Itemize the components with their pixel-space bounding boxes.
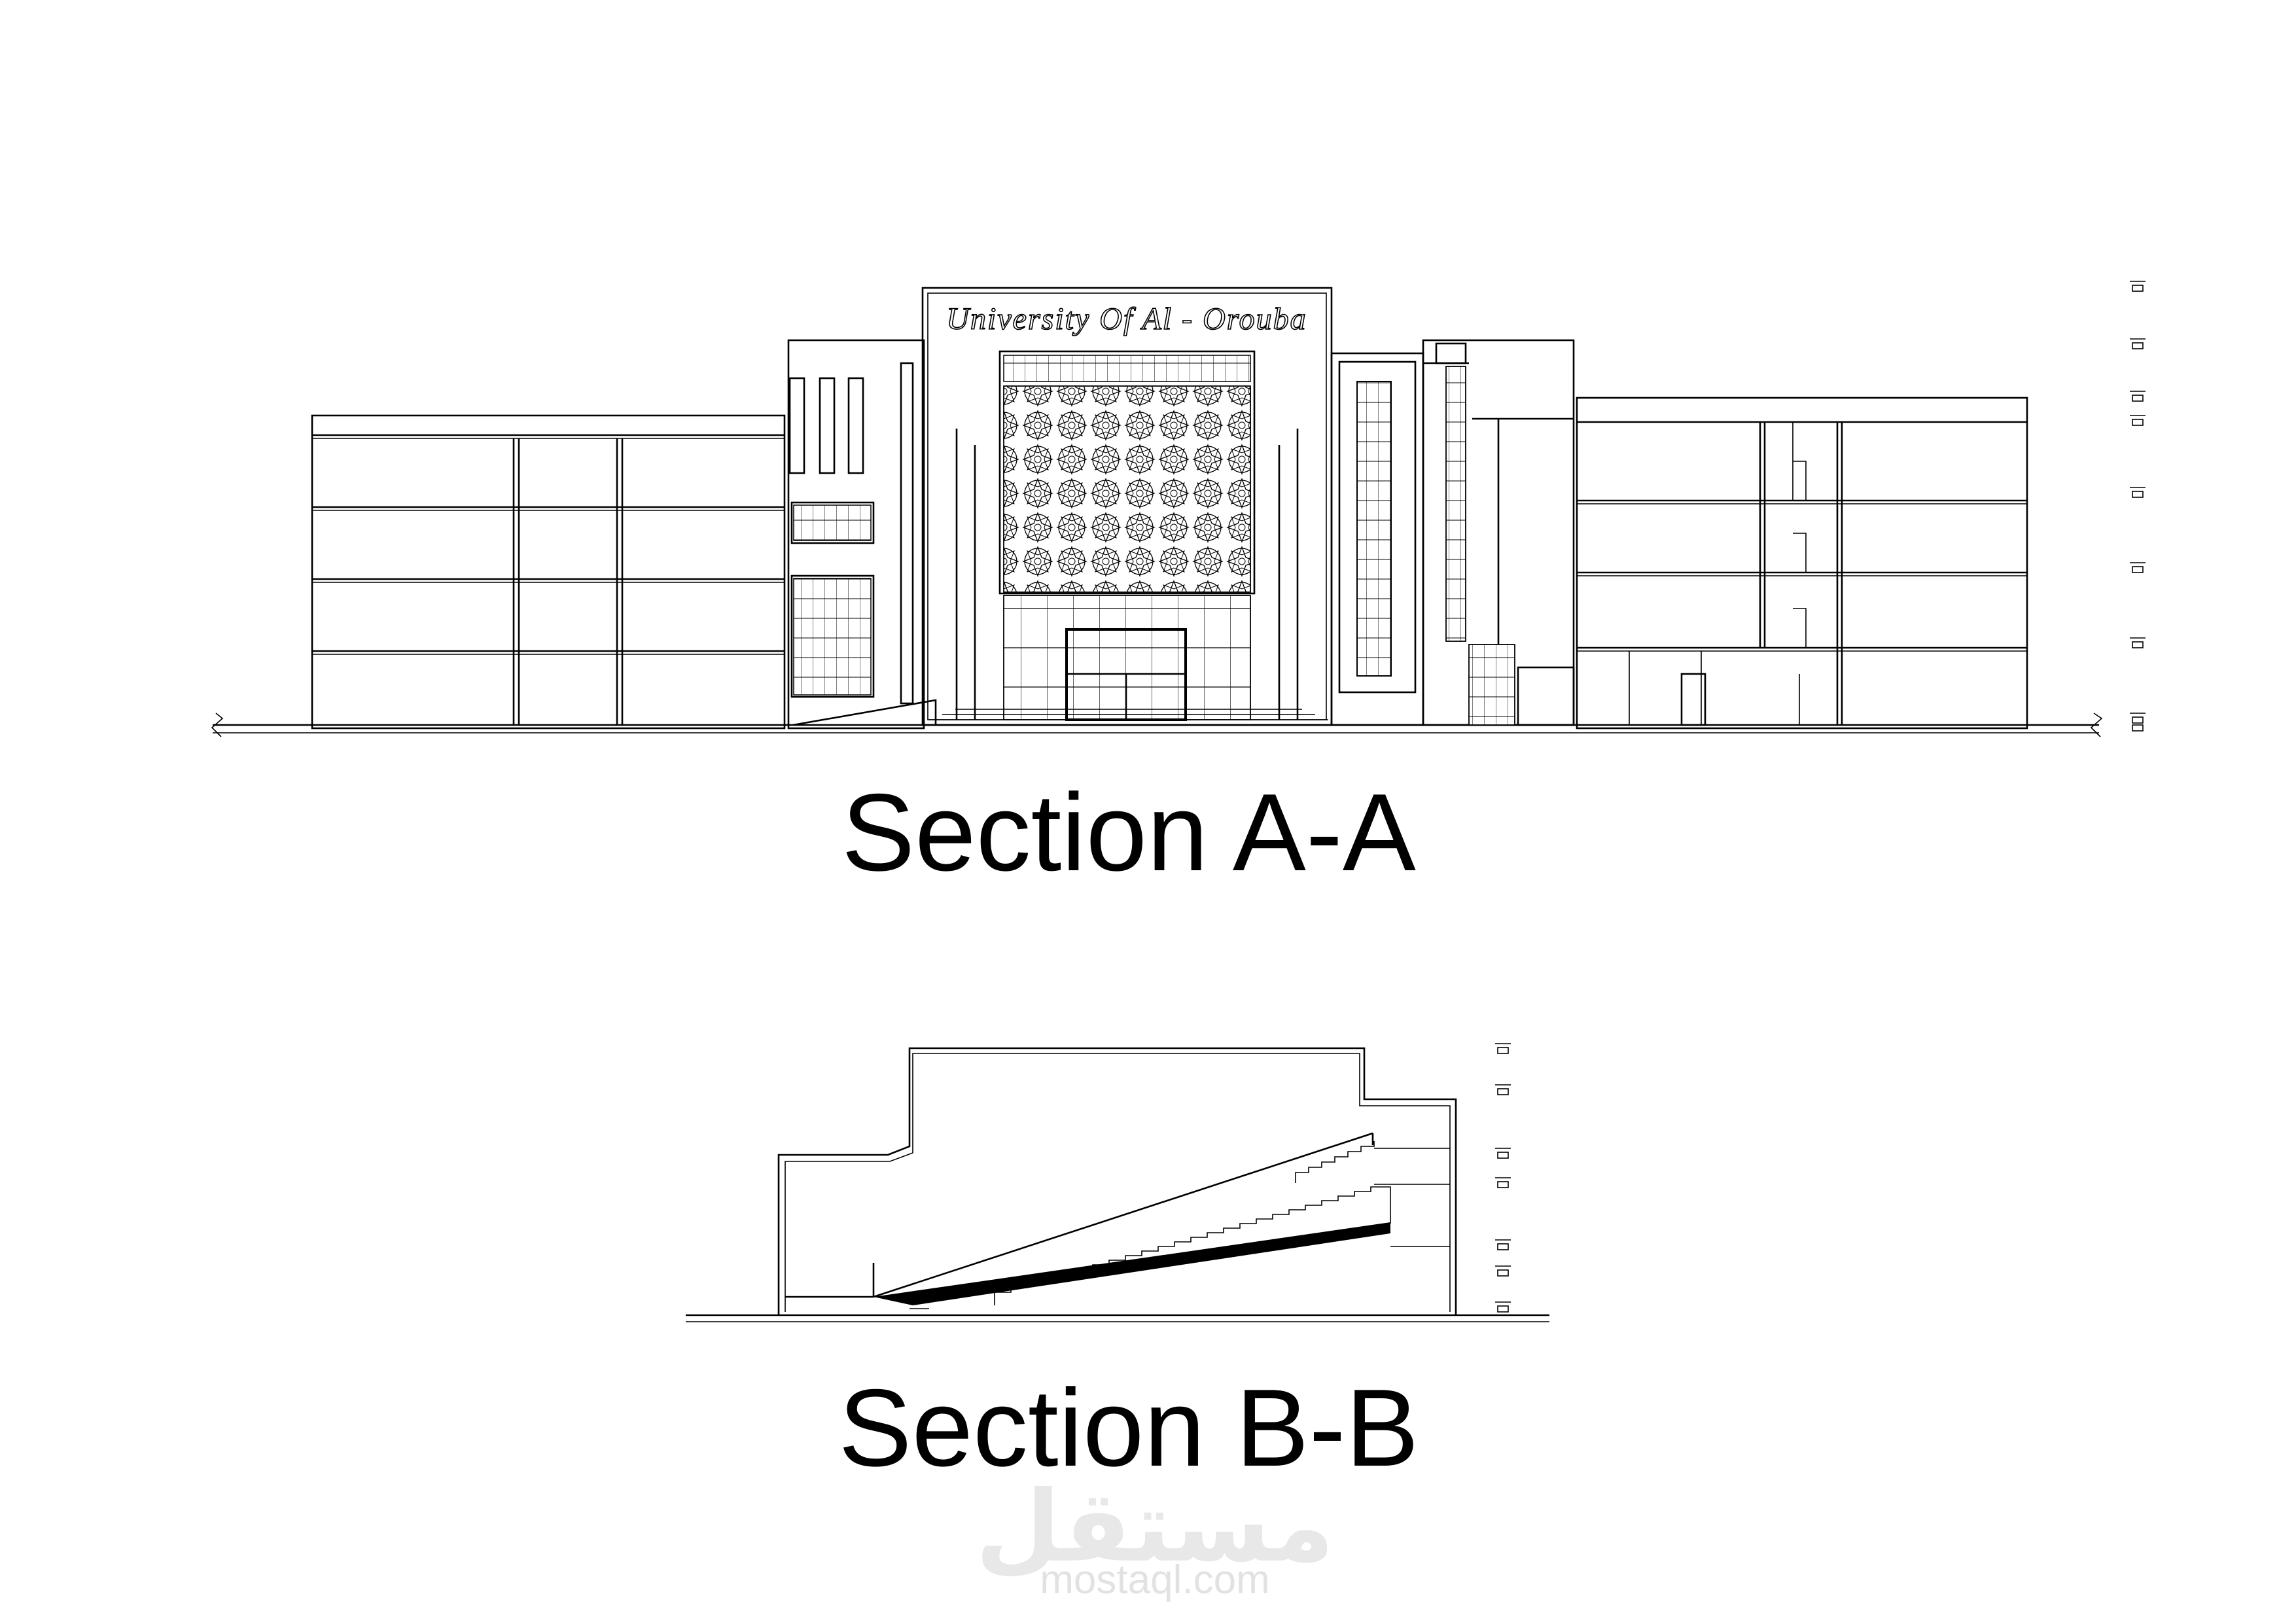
section-a-drawing: University Of Al - Orouba — [211, 281, 2146, 737]
level-markers-b — [1495, 1043, 1511, 1313]
section-a-title: Section A-A — [841, 771, 1416, 894]
watermark-url: mostaql.com — [1040, 1557, 1269, 1602]
section-b-drawing — [686, 1043, 1549, 1322]
watermark-arabic: مستقل — [976, 1470, 1335, 1584]
entrance-tower: University Of Al - Orouba — [921, 287, 1333, 726]
right-link-block — [1330, 339, 1575, 726]
watermark: مستقل mostaql.com — [976, 1470, 1335, 1602]
left-link-block — [787, 339, 937, 730]
level-markers-a — [2130, 281, 2146, 732]
university-signage: University Of Al - Orouba — [946, 302, 1307, 336]
right-wing — [1576, 397, 2028, 730]
section-b-title: Section B-B — [838, 1366, 1419, 1489]
left-wing — [311, 414, 786, 730]
